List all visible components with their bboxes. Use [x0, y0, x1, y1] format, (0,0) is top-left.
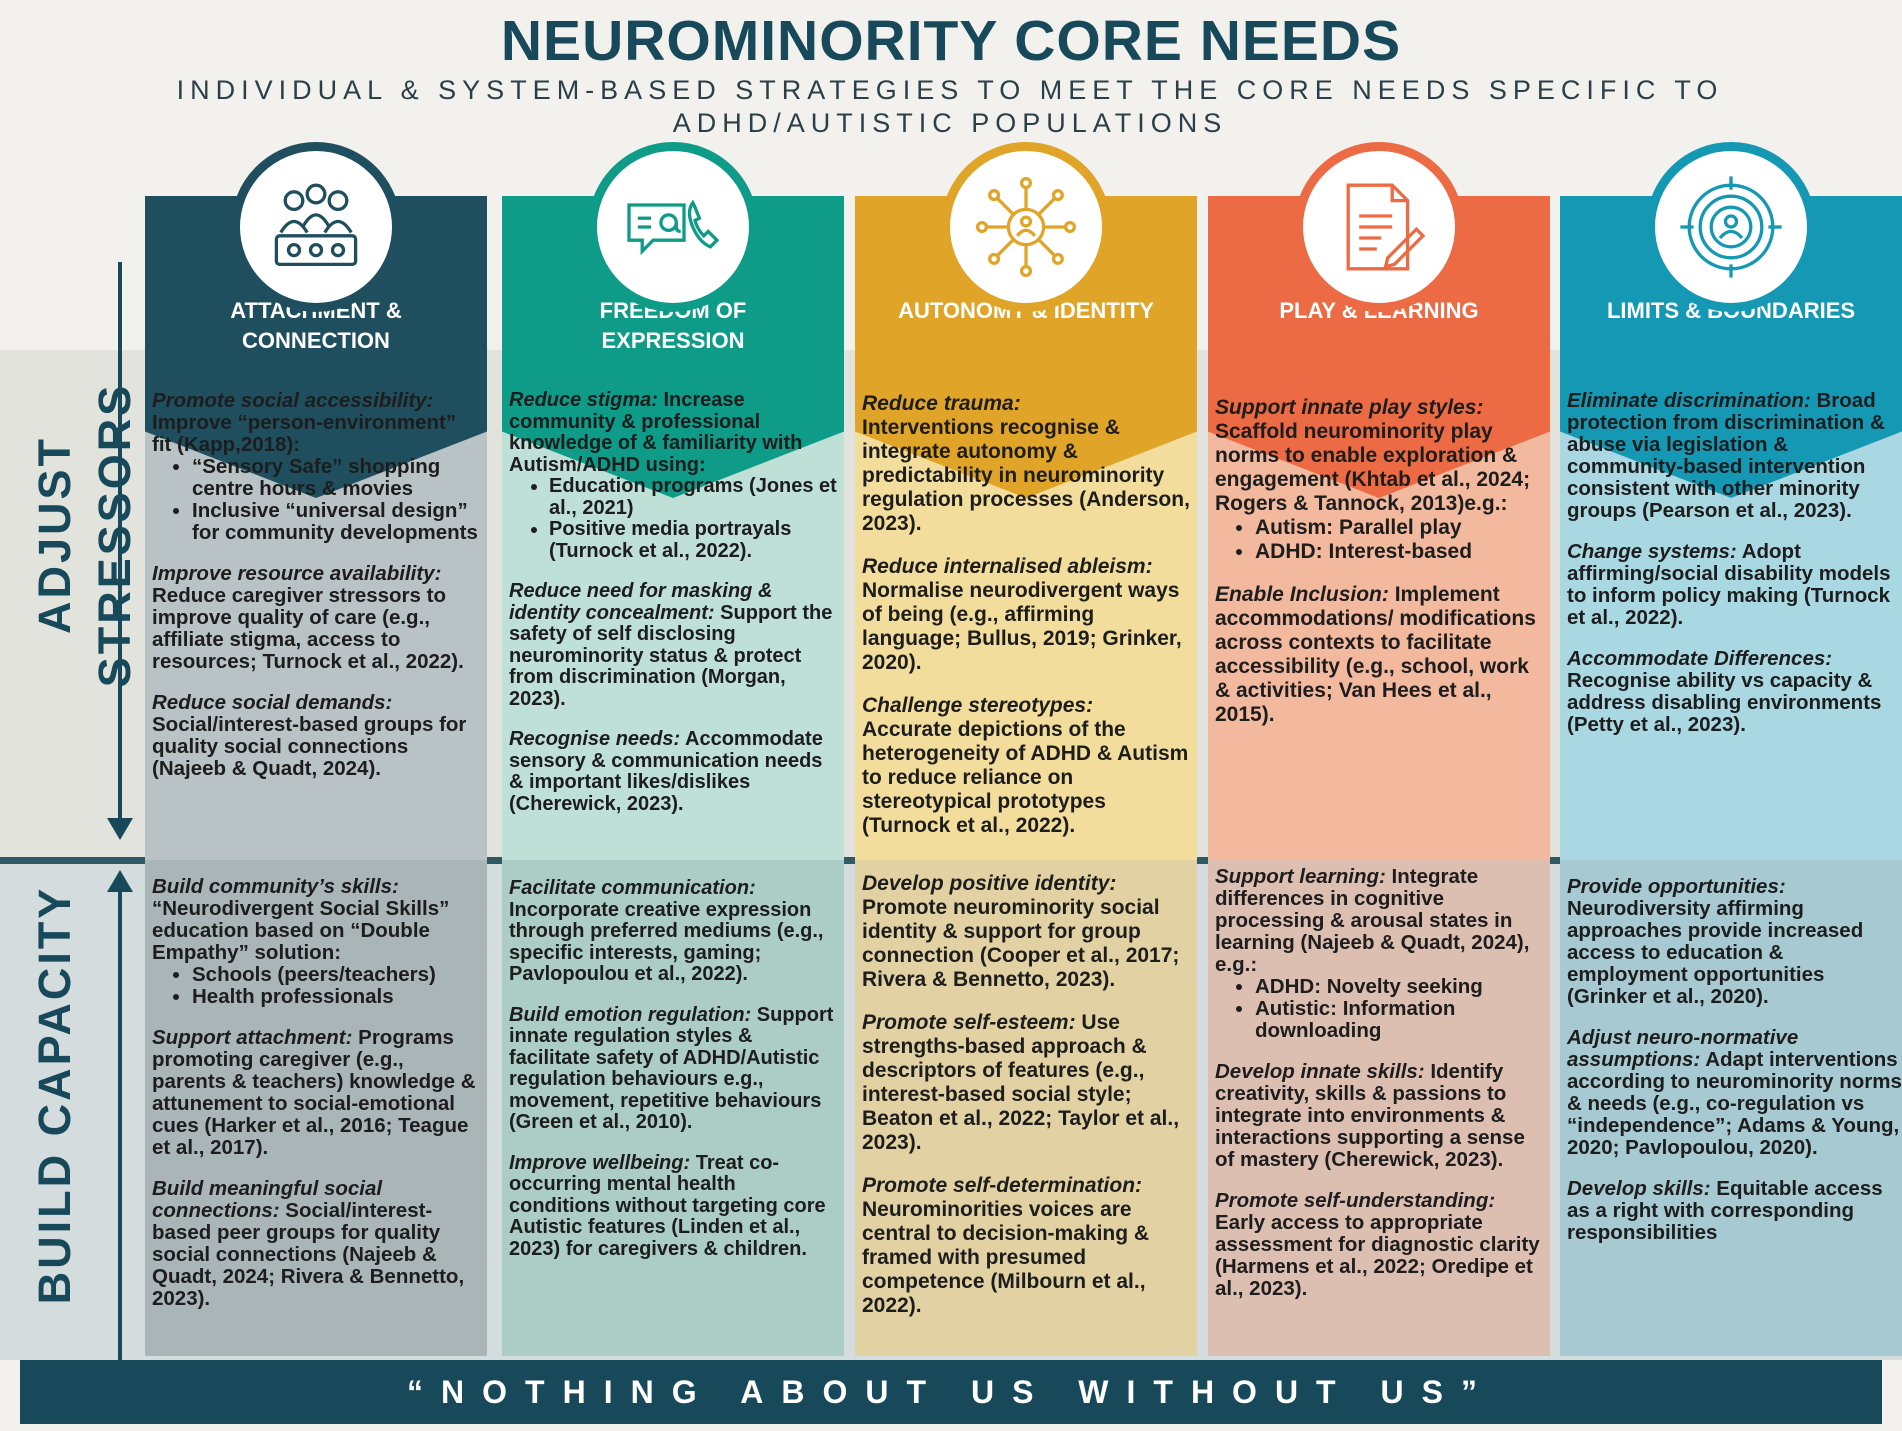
limits-stressor-1: Eliminate discrimination: Broad protecti… [1567, 389, 1885, 522]
expression-capacity-content: Facilitate communication: Incorporate cr… [502, 877, 844, 1279]
autonomy-capacity-1: Develop positive identity: Promote neuro… [862, 872, 1180, 991]
build-capacity-label: BUILD CAPACITY [29, 885, 80, 1305]
autonomy-capacity-3: Promote self-determination: Neurominorit… [862, 1174, 1150, 1317]
limits-capacity-3: Develop skills: Equitable access as a ri… [1567, 1177, 1883, 1244]
list-item: Autism: Parallel play [1255, 516, 1544, 540]
attachment-stressor-2: Improve resource availability: Reduce ca… [152, 562, 464, 673]
play-stressor-1: Support innate play styles: Scaffold neu… [1215, 396, 1544, 564]
attachment-stressors-content: Promote social accessibility: Improve “p… [145, 390, 487, 799]
stressors-arrow-line [118, 262, 122, 822]
list-item: ADHD: Interest-based [1255, 540, 1544, 564]
autonomy-capacity-2: Promote self-esteem: Use strengths-based… [862, 1011, 1180, 1154]
expression-capacity-panel [502, 860, 844, 1356]
expression-capacity-2: Build emotion regulation: Support innate… [509, 1003, 834, 1133]
autonomy-stressors-content: Reduce trauma: Interventions recognise &… [855, 392, 1197, 857]
expression-stressor-2: Reduce need for masking & identity conce… [509, 580, 833, 710]
capacity-arrow-up-icon [107, 870, 133, 892]
attachment-stressor-3: Reduce social demands: Social/interest-b… [152, 691, 467, 780]
expression-stressor-3: Recognise needs: Accommodate sensory & c… [509, 728, 823, 815]
expression-capacity-3: Improve wellbeing: Treat co-occurring me… [509, 1151, 826, 1260]
list-item: ADHD: Novelty seeking [1255, 976, 1544, 998]
target-person-icon [1680, 176, 1782, 278]
play-stressor-2: Enable Inclusion: Implement accommodatio… [1215, 583, 1536, 726]
limits-capacity-2: Adjust neuro-normative assumptions: Adap… [1567, 1026, 1902, 1159]
attachment-capacity-2: Support attachment: Programs promoting c… [152, 1026, 476, 1159]
stressors-arrow-down-icon [107, 818, 133, 840]
expression-stressor-1: Reduce stigma: Increase community & prof… [509, 389, 838, 562]
limits-capacity-content: Provide opportunities: Neurodiversity af… [1560, 876, 1902, 1263]
attachment-stressor-1: Promote social accessibility: Improve “p… [152, 390, 481, 544]
list-item: Inclusive “universal design” for communi… [192, 500, 481, 544]
footer-banner: “NOTHING ABOUT US WITHOUT US” [20, 1360, 1882, 1424]
limits-stressor-3: Accommodate Differences: Recognise abili… [1567, 647, 1882, 736]
column-play: PLAY & LEARNING Support innate play styl… [1208, 142, 1550, 1356]
list-item: Education programs (Jones et al., 2021) [549, 475, 838, 519]
column-attachment: ATTACHMENT & CONNECTION Promote social a… [145, 142, 487, 1356]
list-item: “Sensory Safe” shopping centre hours & m… [192, 456, 481, 500]
expression-capacity-1: Facilitate communication: Incorporate cr… [509, 877, 824, 985]
attachment-capacity-1: Build community’s skills: “Neurodivergen… [152, 876, 481, 1008]
play-capacity-3: Promote self-understanding: Early access… [1215, 1189, 1540, 1300]
play-capacity-2: Develop innate skills: Identify creativi… [1215, 1060, 1525, 1171]
play-icon-ring [1294, 142, 1464, 312]
autonomy-stressor-2: Reduce internalised ableism: Normalise n… [862, 555, 1182, 674]
page-title: NEUROMINORITY CORE NEEDS [500, 9, 1402, 73]
document-pen-icon [1346, 183, 1426, 271]
list-item: Schools (peers/teachers) [192, 964, 481, 986]
attachment-capacity-content: Build community’s skills: “Neurodivergen… [145, 876, 487, 1329]
attachment-icon-ring [231, 142, 401, 312]
autonomy-stressor-1: Reduce trauma: Interventions recognise &… [862, 392, 1190, 535]
column-autonomy: AUTONOMY & IDENTITY Reduce trauma: Inter… [855, 142, 1197, 1356]
people-group-icon [274, 183, 358, 267]
adjust-stressors-label: ADJUST STRESSORS [29, 382, 140, 688]
list-item: Health professionals [192, 986, 481, 1008]
limits-stressors-content: Eliminate discrimination: Broad protecti… [1560, 390, 1902, 755]
network-person-icon [975, 176, 1077, 278]
list-item: Positive media portrayals (Turnock et al… [549, 518, 838, 562]
column-expression: FREEDOM OF EXPRESSION Reduce stigma: Inc… [502, 142, 844, 1356]
limits-capacity-1: Provide opportunities: Neurodiversity af… [1567, 875, 1864, 1008]
expression-stressors-content: Reduce stigma: Increase community & prof… [502, 389, 844, 834]
autonomy-icon-ring [941, 142, 1111, 312]
limits-stressor-2: Change systems: Adopt affirming/social d… [1567, 540, 1891, 629]
play-stressors-content: Support innate play styles: Scaffold neu… [1208, 396, 1550, 746]
expression-icon-ring [588, 142, 758, 312]
play-capacity-content: Support learning: Integrate differences … [1208, 866, 1550, 1319]
play-capacity-1: Support learning: Integrate differences … [1215, 866, 1544, 1042]
autonomy-capacity-content: Develop positive identity: Promote neuro… [855, 872, 1197, 1337]
chat-at-phone-icon [627, 199, 720, 256]
autonomy-stressor-3: Challenge stereotypes: Accurate depictio… [862, 694, 1189, 837]
capacity-arrow-line [118, 890, 122, 1360]
attachment-capacity-3: Build meaningful social connections: Soc… [152, 1177, 465, 1310]
play-capacity-panel [1208, 860, 1550, 1356]
column-limits: LIMITS & BOUNDARIES Eliminate discrimina… [1560, 142, 1902, 1356]
page-subtitle: INDIVIDUAL & SYSTEM-BASED STRATEGIES TO … [176, 75, 1724, 138]
attachment-capacity-panel [145, 860, 487, 1356]
list-item: Autistic: Information downloading [1255, 998, 1544, 1042]
limits-capacity-panel [1560, 860, 1902, 1356]
footer-slogan: “NOTHING ABOUT US WITHOUT US” [407, 1374, 1495, 1410]
autonomy-capacity-panel [855, 860, 1197, 1356]
limits-icon-ring [1646, 142, 1816, 312]
